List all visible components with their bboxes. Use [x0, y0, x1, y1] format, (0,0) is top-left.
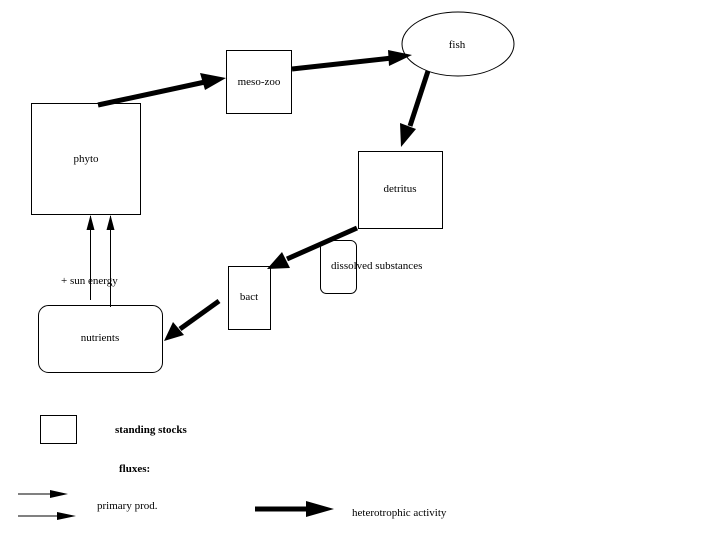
node-phyto-label: phyto — [73, 153, 99, 165]
legend-standing-stock-swatch — [40, 415, 77, 444]
thin-arrowhead-2 — [106, 215, 115, 230]
node-bact-label: bact — [240, 291, 258, 303]
legend-fluxes-label: fluxes: — [119, 463, 150, 475]
sun-energy-label: + sun energy — [61, 275, 118, 287]
legend-standing-stocks-label: standing stocks — [115, 424, 188, 436]
flux-meso-zoo-to-fish — [291, 50, 412, 72]
flux-primary-nutrients-to-phyto — [86, 215, 115, 307]
node-dissolved-label: dissolved substances — [331, 260, 422, 272]
node-meso-zoo: meso-zoo — [226, 50, 292, 114]
legend-heterotrophic-label: heterotrophic activity — [352, 507, 447, 519]
thick-arrowhead — [388, 50, 412, 66]
legend-primary-prod-label: primary prod. — [97, 500, 158, 512]
node-bact: bact — [228, 266, 271, 330]
node-dissolved-substances: dissolved substances — [320, 240, 422, 294]
legend: standing stocks fluxes: primary prod. he… — [18, 415, 447, 520]
node-nutrients-label: nutrients — [81, 332, 120, 344]
node-meso-zoo-label: meso-zoo — [238, 76, 281, 88]
node-detritus-label: detritus — [384, 183, 417, 195]
thick-arrowhead — [400, 123, 416, 147]
flux-phyto-to-meso-zoo — [97, 73, 226, 108]
node-fish: fish — [401, 11, 515, 77]
node-nutrients: nutrients — [38, 305, 163, 373]
flux-bact-to-nutrients — [164, 298, 221, 341]
flux-fish-to-detritus — [400, 70, 431, 147]
node-fish-label: fish — [449, 39, 466, 51]
thick-arrowhead — [164, 322, 184, 341]
node-detritus: detritus — [358, 151, 443, 229]
legend-primary-prod-arrows — [18, 490, 76, 520]
thin-arrowhead-1 — [86, 215, 95, 230]
node-phyto: phyto — [31, 103, 141, 215]
legend-heterotrophic-arrow — [255, 501, 334, 517]
thick-arrowhead — [267, 252, 290, 269]
thick-arrowhead — [200, 73, 226, 90]
flux-detritus-to-bact — [267, 225, 359, 269]
